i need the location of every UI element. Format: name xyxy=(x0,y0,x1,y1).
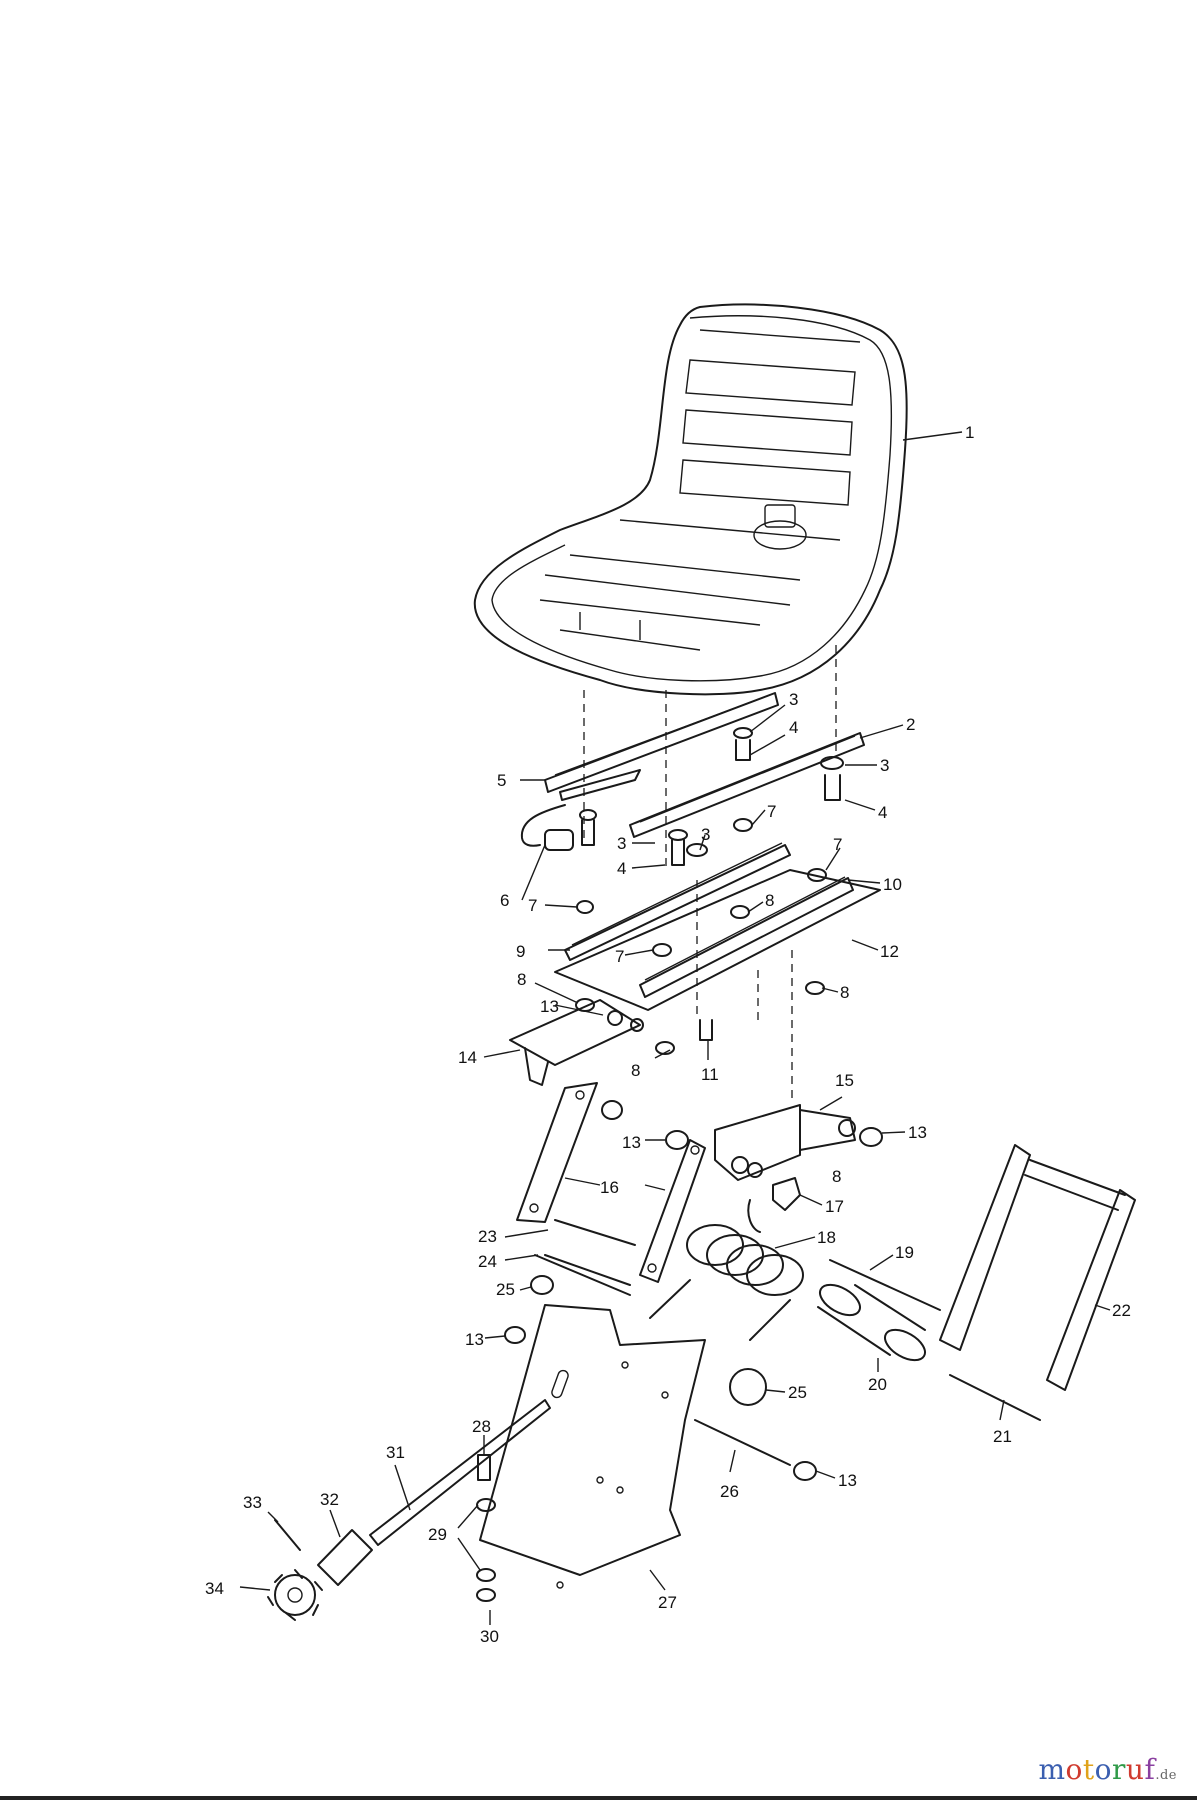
callout-3c: 3 xyxy=(617,834,626,853)
watermark-suffix: .de xyxy=(1155,1768,1177,1783)
callout-15: 15 xyxy=(835,1071,854,1090)
callout-18: 18 xyxy=(817,1228,836,1247)
callout-33: 33 xyxy=(243,1493,262,1512)
callout-24: 24 xyxy=(478,1252,497,1271)
callout-6: 6 xyxy=(500,891,509,910)
callout-4c: 4 xyxy=(617,859,626,878)
callout-8b: 8 xyxy=(840,983,849,1002)
callout-13e: 13 xyxy=(838,1471,857,1490)
watermark-letter: r xyxy=(1112,1753,1126,1786)
callout-labels: 1 2 3 3 3 3 4 4 4 5 6 7 7 7 7 8 8 8 8 8 … xyxy=(205,423,1131,1646)
callout-23: 23 xyxy=(478,1227,497,1246)
callout-1: 1 xyxy=(965,423,974,442)
callout-9: 9 xyxy=(516,942,525,961)
callout-11: 11 xyxy=(701,1065,719,1084)
callout-8d: 8 xyxy=(631,1061,640,1080)
callout-3d: 3 xyxy=(701,825,710,844)
bracket xyxy=(509,999,644,1086)
guide-rails-and-plate xyxy=(554,842,881,1055)
washer-13 xyxy=(859,1127,883,1147)
watermark-logo: motoruf.de xyxy=(1038,1753,1177,1786)
seat-rail-right xyxy=(629,732,865,838)
rod-21 xyxy=(949,1374,1041,1421)
callout-29: 29 xyxy=(428,1525,447,1544)
spring xyxy=(649,1199,804,1341)
rods xyxy=(534,1219,636,1296)
callout-10: 10 xyxy=(883,875,902,894)
pin-33 xyxy=(274,1519,301,1551)
watermark-letter: m xyxy=(1038,1753,1066,1786)
upper-link xyxy=(714,1104,856,1181)
callout-13: 13 xyxy=(540,997,559,1016)
callout-25b: 25 xyxy=(788,1383,807,1402)
roller xyxy=(817,1283,926,1362)
callout-3b: 3 xyxy=(880,756,889,775)
watermark-letter: o xyxy=(1065,1753,1083,1786)
watermark-letter: o xyxy=(1094,1753,1113,1786)
callout-13c: 13 xyxy=(908,1123,927,1142)
callout-31: 31 xyxy=(386,1443,405,1462)
rod-26 xyxy=(694,1419,791,1466)
star-knob xyxy=(267,1569,323,1621)
pin-19 xyxy=(829,1259,941,1311)
callout-26: 26 xyxy=(720,1482,739,1501)
frame xyxy=(939,1144,1136,1391)
watermark-letter: u xyxy=(1125,1753,1145,1786)
callout-7d: 7 xyxy=(615,947,624,966)
mounting-plate xyxy=(479,1304,706,1589)
callout-3: 3 xyxy=(789,690,798,709)
callout-8c: 8 xyxy=(517,970,526,989)
callout-20: 20 xyxy=(868,1375,887,1394)
callout-7: 7 xyxy=(767,802,776,821)
adjusting-shaft xyxy=(369,1399,551,1546)
seat xyxy=(473,303,908,696)
callout-25: 25 xyxy=(496,1280,515,1299)
callout-12: 12 xyxy=(880,942,899,961)
callout-8: 8 xyxy=(765,891,774,910)
bolt-28 xyxy=(477,1454,491,1481)
callout-32: 32 xyxy=(320,1490,339,1509)
callout-19: 19 xyxy=(895,1243,914,1262)
callout-8e: 8 xyxy=(832,1167,841,1186)
callout-34: 34 xyxy=(205,1579,224,1598)
callout-4: 4 xyxy=(789,718,798,737)
callout-30: 30 xyxy=(480,1627,499,1646)
washers-and-bolts xyxy=(579,727,844,866)
watermark-letter: f xyxy=(1144,1753,1156,1786)
callout-5: 5 xyxy=(497,771,506,790)
callout-13b: 13 xyxy=(622,1133,641,1152)
callout-22: 22 xyxy=(1112,1301,1131,1320)
callout-28: 28 xyxy=(472,1417,491,1436)
callout-7c: 7 xyxy=(528,896,537,915)
arms xyxy=(516,1082,706,1283)
callout-2: 2 xyxy=(906,715,915,734)
callout-17: 17 xyxy=(825,1197,844,1216)
callout-14: 14 xyxy=(458,1048,477,1067)
callout-27: 27 xyxy=(658,1593,677,1612)
callout-21: 21 xyxy=(993,1427,1012,1446)
bottom-rule xyxy=(0,1796,1197,1800)
seat-rail-left xyxy=(520,692,779,851)
sleeve xyxy=(317,1529,373,1586)
callout-7b: 7 xyxy=(833,835,842,854)
callout-16: 16 xyxy=(600,1178,619,1197)
watermark-letter: t xyxy=(1082,1753,1095,1786)
knob-17 xyxy=(772,1177,801,1211)
callout-4b: 4 xyxy=(878,803,887,822)
callout-13d: 13 xyxy=(465,1330,484,1349)
